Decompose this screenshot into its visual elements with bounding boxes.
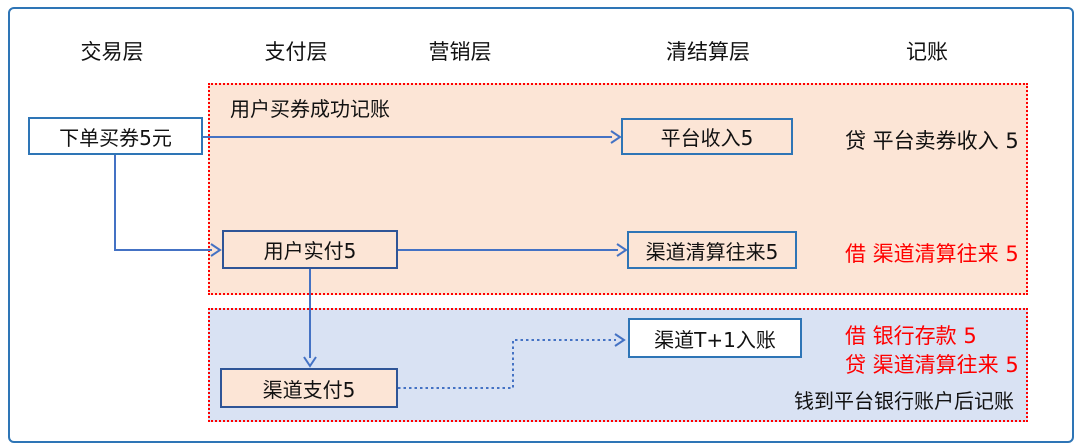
column-header-transaction-layer: 交易层 (80, 40, 144, 64)
node-order-buy-coupon: 下单买券5元 (28, 117, 203, 155)
purchase-ledger-group: 用户买券成功记账 (208, 83, 1028, 295)
column-header-payment-layer: 支付层 (264, 40, 328, 64)
ledger-credit-platform-income: 贷 平台卖券收入 5 (845, 129, 1019, 153)
column-header-marketing-layer: 营销层 (428, 40, 492, 64)
node-channel-t1-entry: 渠道T+1入账 (628, 318, 802, 358)
column-header-clearing-layer: 清结算层 (666, 40, 750, 64)
purchase-group-title: 用户买券成功记账 (230, 97, 390, 121)
node-channel-clearing: 渠道清算往来5 (627, 231, 797, 269)
column-header-bookkeeping: 记账 (906, 40, 948, 64)
node-user-paid: 用户实付5 (222, 230, 398, 269)
ledger-debit-bank-deposit: 借 银行存款 5 (845, 324, 977, 348)
ledger-credit-channel-clearing: 贷 渠道清算往来 5 (845, 353, 1019, 377)
node-platform-income: 平台收入5 (621, 118, 793, 155)
ledger-debit-channel-clearing: 借 渠道清算往来 5 (845, 242, 1019, 266)
node-channel-pay: 渠道支付5 (220, 368, 398, 408)
settlement-group-note: 钱到平台银行账户后记账 (794, 389, 1014, 413)
